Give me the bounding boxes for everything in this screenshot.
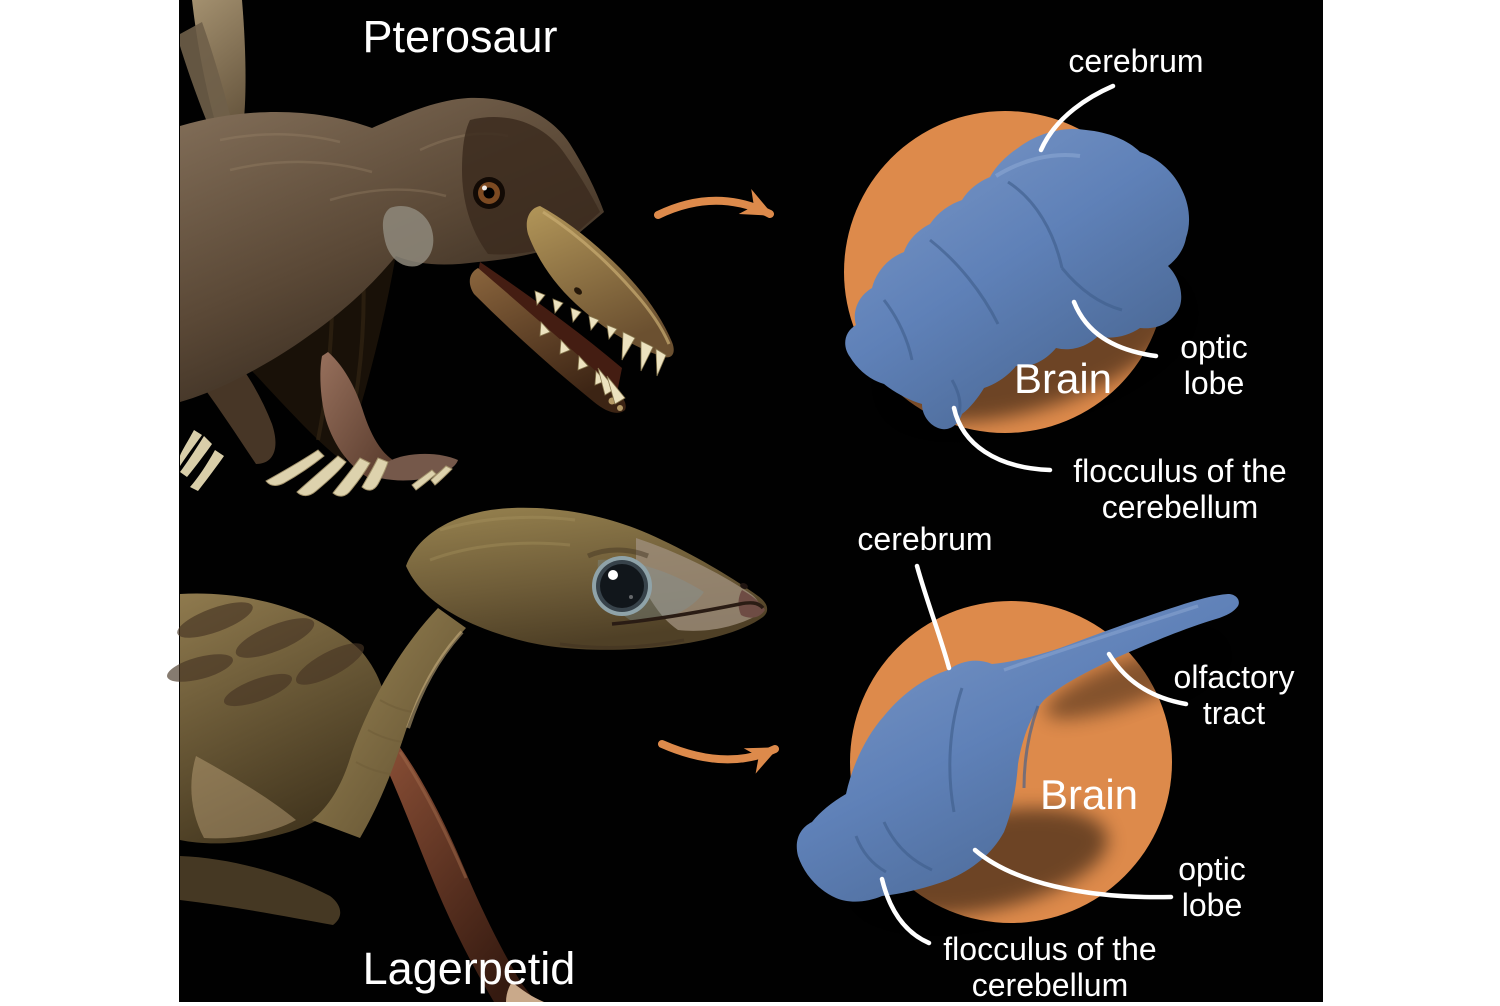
pterosaur-illustration xyxy=(180,0,674,497)
top-brain-model xyxy=(845,128,1190,430)
bottom-brain-model xyxy=(796,594,1239,902)
label-top-flocculus: flocculus of the cerebellum xyxy=(1073,453,1287,525)
label-olfactory-tract: olfactory tract xyxy=(1173,659,1295,731)
leader-line-olfactory-tract xyxy=(1106,651,1189,707)
pterosaur-title: Pterosaur xyxy=(362,11,558,62)
top-brain-badge: Brain xyxy=(1013,355,1113,402)
leader-line-bottom-cerebrum xyxy=(914,563,952,671)
lagerpetid-illustration xyxy=(167,507,768,1002)
arrow-right-icon-bottom xyxy=(658,740,779,774)
leader-line-top-optic-lobe xyxy=(1071,299,1159,359)
label-top-cerebrum: cerebrum xyxy=(1068,43,1204,79)
label-bottom-optic-lobe: optic lobe xyxy=(1178,851,1246,923)
pterosaur-hand-claws xyxy=(265,449,453,497)
lagerpetid-stripes xyxy=(167,602,365,707)
label-bottom-flocculus: flocculus of the cerebellum xyxy=(943,931,1157,1003)
leader-line-bottom-optic-lobe xyxy=(972,847,1174,900)
leader-line-top-flocculus xyxy=(951,405,1053,473)
pterosaur-left-claws xyxy=(180,430,224,491)
pterosaur-teeth xyxy=(534,290,667,405)
label-bottom-cerebrum: cerebrum xyxy=(857,521,993,557)
lagerpetid-title: Lagerpetid xyxy=(362,943,576,994)
bottom-brain-badge: Brain xyxy=(1039,771,1139,818)
arrow-right-icon-top xyxy=(654,188,774,219)
leader-line-top-cerebrum xyxy=(1038,83,1116,153)
leader-line-bottom-flocculus xyxy=(879,876,932,946)
label-top-optic-lobe: optic lobe xyxy=(1180,329,1248,401)
pterosaur-eye xyxy=(473,177,505,209)
lagerpetid-eye xyxy=(592,556,652,616)
